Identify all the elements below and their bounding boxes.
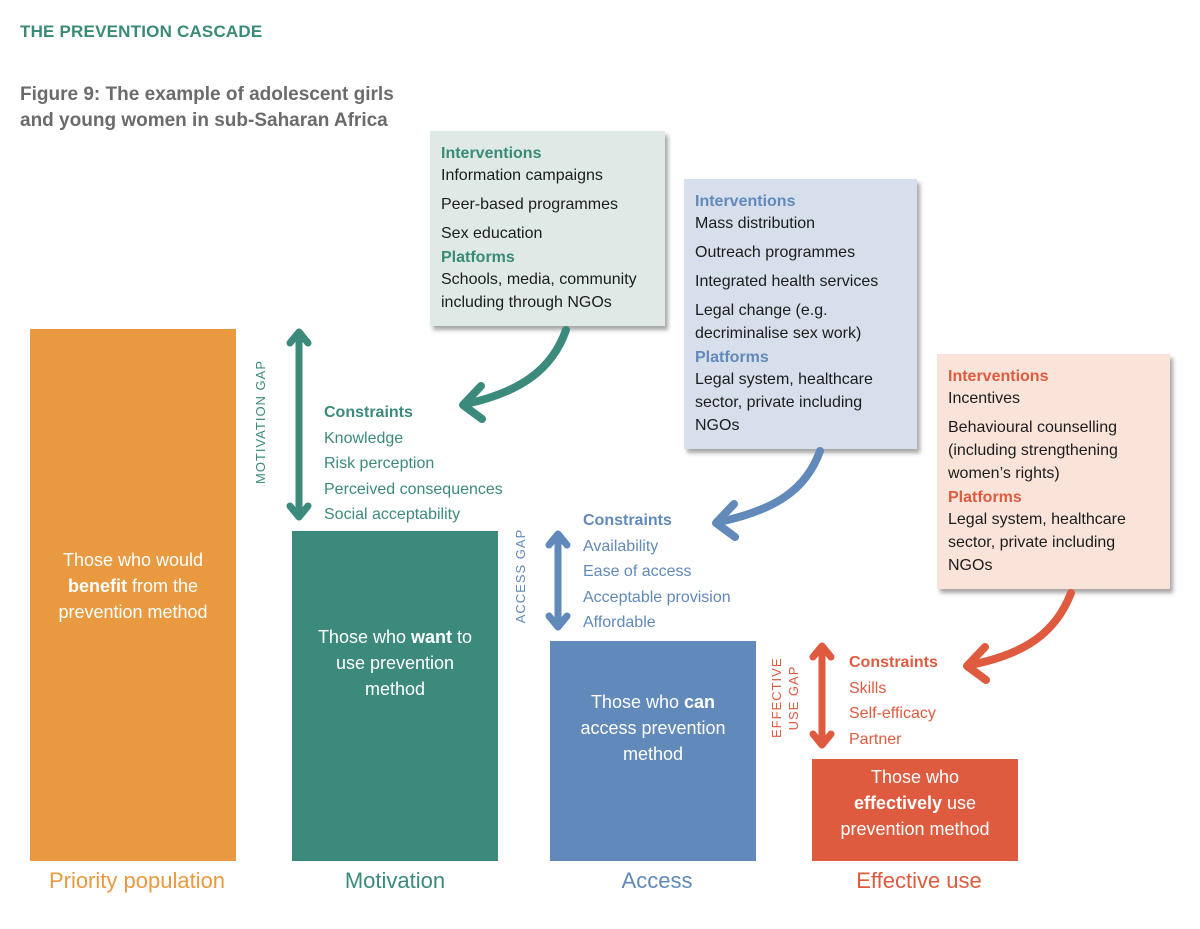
constraint-item: Availability	[583, 537, 659, 555]
priority-population-bar: Those who would benefit from the preventi…	[30, 329, 236, 861]
category-label-motivation: Motivation	[344, 868, 446, 893]
motivation-bar: Those who want to use prevention method	[292, 531, 498, 861]
motivation-interventions-box: Interventions Information campaigns Peer…	[430, 131, 665, 326]
figure-title: Figure 9: The example of adolescent girl…	[20, 84, 394, 131]
intervention-item: Legal change (e.g. decriminalise sex wor…	[695, 302, 862, 342]
intervention-item: Incentives	[948, 390, 1021, 407]
section-title: THE PREVENTION CASCADE	[20, 22, 263, 41]
constraint-item: Knowledge	[324, 429, 404, 447]
effective-use-constraints: Constraints Skills Self-efficacy Partner	[849, 650, 938, 752]
constraints-heading: Constraints	[324, 404, 413, 421]
constraint-item: Perceived consequences	[324, 480, 503, 498]
effective-use-interventions-box: Interventions Incentives Behavioural cou…	[937, 354, 1170, 589]
gap-label-line: EFFECTIVE	[769, 657, 784, 738]
bar-text-post: access prevention method	[580, 718, 726, 764]
access-gap-label: ACCESS GAP	[513, 528, 528, 624]
constraints-heading: Constraints	[849, 654, 938, 671]
constraint-item: Affordable	[583, 614, 656, 631]
effective-use-curved-arrow-icon	[963, 589, 1075, 684]
interventions-heading: Interventions	[948, 368, 1049, 385]
interventions-heading: Interventions	[695, 193, 796, 210]
access-gap-arrow-icon	[545, 530, 571, 631]
bar-text: Those who would benefit from the preventi…	[30, 547, 236, 625]
access-curved-arrow-icon	[712, 447, 824, 541]
bar-text: Those who effectively use prevention meth…	[825, 764, 1005, 842]
motivation-constraints: Constraints Knowledge Risk perception Pe…	[324, 400, 503, 528]
category-label-effective-use: Effective use	[856, 868, 982, 893]
bar-text: Those who want to use prevention method	[310, 624, 480, 702]
motivation-gap-arrow-icon	[286, 328, 312, 521]
bar-text-bold: want	[411, 627, 453, 647]
platforms-heading: Platforms	[695, 349, 769, 366]
category-label-access: Access	[621, 868, 693, 893]
platforms-text: Legal system, healthcare sector, private…	[695, 371, 873, 434]
constraint-item: Acceptable provision	[583, 588, 731, 606]
bar-text-bold: effectively	[853, 793, 942, 813]
bar-text-pre: Those who	[317, 627, 406, 647]
intervention-item: Outreach programmes	[695, 244, 856, 261]
platforms-text: Legal system, healthcare sector, private…	[948, 511, 1126, 574]
bar-text: Those who can access prevention method	[566, 689, 741, 767]
constraint-item: Self-efficacy	[849, 705, 936, 722]
platforms-heading: Platforms	[948, 489, 1022, 506]
intervention-item: Sex education	[441, 225, 543, 242]
bar-text-post: use prevention method	[840, 793, 990, 839]
platforms-heading: Platforms	[441, 249, 515, 266]
bar-text-bold: can	[684, 692, 716, 712]
effective-use-gap-arrow-icon	[809, 642, 835, 749]
bar-text-post: from the prevention method	[58, 576, 208, 622]
category-label-priority: Priority population	[48, 868, 226, 893]
access-constraints: Constraints Availability Ease of access …	[583, 508, 731, 636]
intervention-item: Behavioural counselling (including stren…	[948, 419, 1118, 482]
intervention-item: Mass distribution	[695, 215, 816, 232]
intervention-item: Peer-based programmes	[441, 196, 618, 213]
interventions-heading: Interventions	[441, 145, 542, 162]
constraint-item: Ease of access	[583, 563, 692, 580]
constraint-item: Skills	[849, 679, 887, 697]
access-bar: Those who can access prevention method	[550, 641, 756, 861]
constraints-heading: Constraints	[583, 512, 672, 529]
bar-text-post: to use prevention method	[335, 627, 473, 699]
motivation-gap-label: MOTIVATION GAP	[253, 359, 268, 485]
gap-label-line: USE GAP	[786, 665, 801, 731]
effective-use-bar: Those who effectively use prevention meth…	[812, 759, 1018, 861]
bar-text-pre: Those who would	[62, 550, 204, 570]
constraint-item: Partner	[849, 730, 902, 748]
effective-use-gap-label: EFFECTIVE USE GAP	[768, 657, 802, 738]
intervention-item: Information campaigns	[441, 167, 603, 184]
bar-text-pre: Those who	[870, 767, 960, 787]
platforms-text: Schools, media, community including thro…	[441, 271, 637, 311]
bar-text-pre: Those who	[590, 692, 679, 712]
constraint-item: Social acceptability	[324, 506, 461, 523]
constraint-item: Risk perception	[324, 455, 435, 472]
access-interventions-box: Interventions Mass distribution Outreach…	[684, 179, 917, 449]
intervention-item: Integrated health services	[695, 273, 879, 290]
bar-text-bold: benefit	[67, 576, 127, 596]
